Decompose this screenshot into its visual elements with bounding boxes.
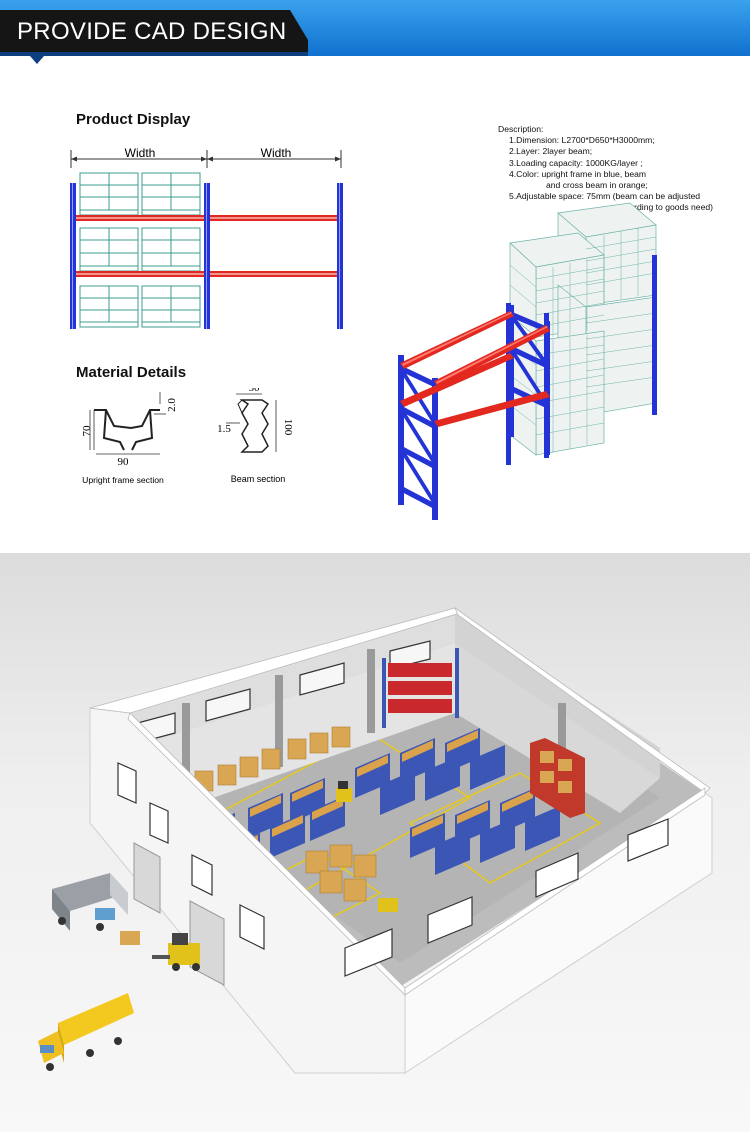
upright-profile [89,392,166,455]
description-line-1: 1.Dimension: L2700*D650*H3000mm; [509,135,655,146]
banner-graphic [0,0,750,64]
width-label-left: Width [125,146,156,160]
product-display-heading: Product Display [76,111,191,128]
forklift [120,931,200,971]
width-label-right: Width [261,146,292,160]
description-block: Description: 1.Dimension: L2700*D650*H30… [498,124,743,214]
description-line-2: 2.Layer: 2layer beam; [509,146,593,157]
rack-front-elevation: Width Width [70,146,343,329]
beam-dim-thickness: 1.5 [217,423,231,435]
upright-dim-width: 90 [118,456,130,468]
description-line-3: 3.Loading capacity: 1000KG/layer ; [509,157,643,168]
truck [38,993,134,1071]
beam-dim-height: 100 [282,419,294,436]
beam-dim-width: 50 [249,388,261,394]
description-line-6: 5.Adjustable space: 75mm (beam can be ad… [509,191,701,202]
description-line-4: 4.Color: upright frame in blue, beam [509,168,647,179]
description-line-7: according to goods need) [616,202,713,213]
description-title: Description: [498,124,544,134]
delivery-van [52,873,128,931]
description-line-5: and cross beam in orange; [546,180,648,191]
section-banner: PROVIDE CAD DESIGN [0,0,750,66]
beam-caption: Beam section [231,474,286,484]
upright-dim-thickness: 2.0 [166,398,178,412]
rack-3d-illustration [398,202,657,520]
material-details-heading: Material Details [76,364,187,381]
beam-profile [226,393,277,453]
banner-title: PROVIDE CAD DESIGN [17,18,287,45]
warehouse-3d-illustration [0,553,750,1132]
upright-dim-height: 70 [81,425,93,437]
section-profiles-drawing: 70 90 2.0 Upright frame section 50 1.5 1… [81,388,294,485]
upright-caption: Upright frame section [82,475,164,485]
